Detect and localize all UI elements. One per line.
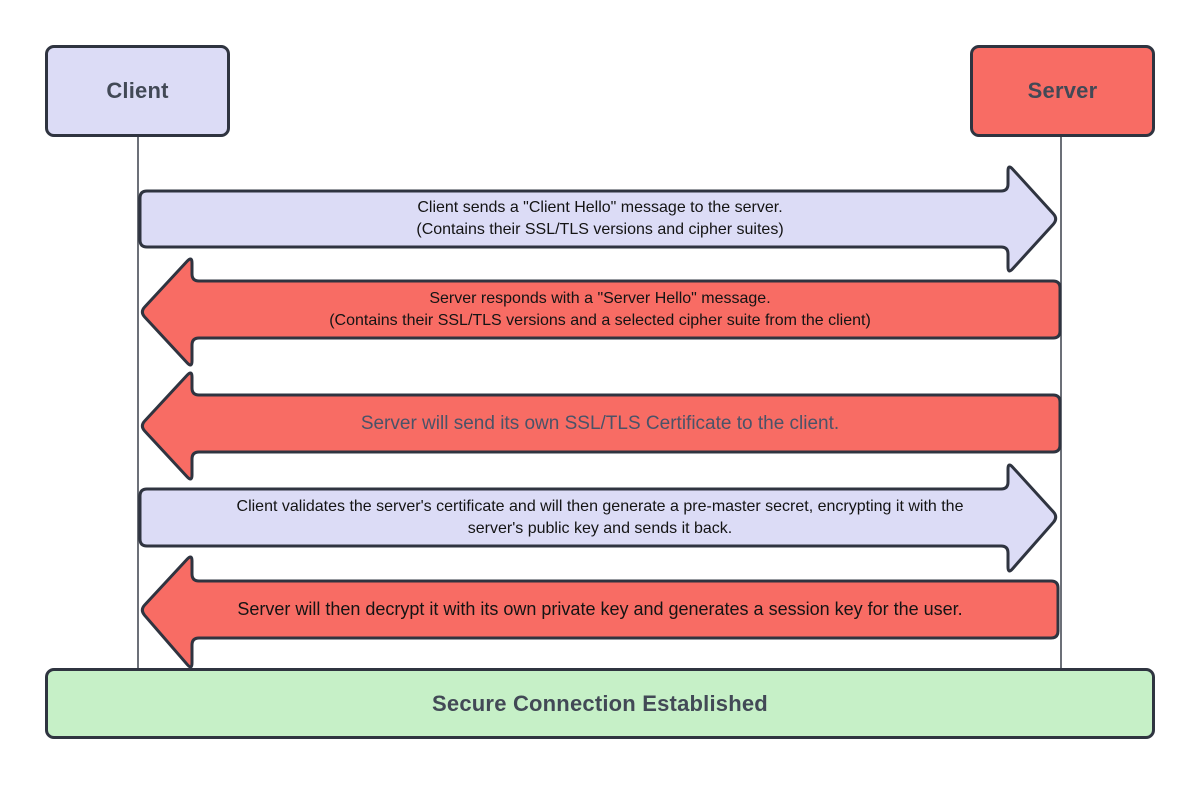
client-actor-label: Client: [106, 78, 169, 103]
secure-connection-label: Secure Connection Established: [432, 690, 768, 716]
client-actor-box: Client: [45, 45, 230, 137]
server-hello-arrow: [140, 257, 1062, 367]
server-certificate-arrow: [140, 371, 1062, 481]
secure-connection-box: Secure Connection Established: [45, 668, 1155, 739]
server-actor-label: Server: [1027, 78, 1098, 103]
server-actor-box: Server: [970, 45, 1155, 137]
session-key-arrow: [140, 555, 1060, 669]
pre-master-secret-arrow: [138, 463, 1058, 573]
client-hello-arrow: [138, 165, 1058, 273]
